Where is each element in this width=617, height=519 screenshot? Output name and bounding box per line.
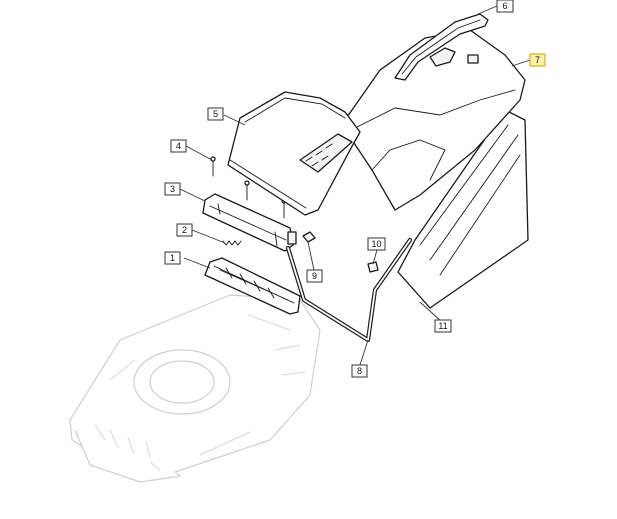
callout-label: 6 [502,1,507,11]
part-9-clip [302,231,316,243]
callout-6: 6 [496,0,514,13]
part-1-trim-bracket [204,257,301,315]
part-6-handle [394,13,489,81]
callout-label: 10 [371,239,381,249]
callout-2: 2 [176,223,193,237]
callout-7-highlighted: 7 [529,53,546,67]
callout-5: 5 [207,107,224,121]
part-5-upper-cover [227,91,361,216]
part-7-rear-cover [344,29,526,211]
callout-label: 5 [213,109,218,119]
callout-label: 7 [535,55,540,65]
callout-label: 11 [438,321,447,331]
callout-9: 9 [306,269,323,283]
callout-label: 3 [170,184,175,194]
callout-1: 1 [164,251,181,265]
callout-8: 8 [351,364,368,378]
callout-label: 8 [357,366,362,376]
leader-lines [179,5,531,366]
callout-label: 2 [182,225,187,235]
part-3-hinge-bracket [202,193,297,252]
callout-4: 4 [170,139,187,153]
part-2-spring [222,240,242,246]
callout-3: 3 [164,182,181,196]
callout-label: 4 [176,141,181,151]
callout-10: 10 [367,237,386,251]
mower-deck-outline [69,294,321,483]
callout-11: 11 [434,319,452,333]
callout-label: 1 [170,253,175,263]
callout-label: 9 [312,271,317,281]
